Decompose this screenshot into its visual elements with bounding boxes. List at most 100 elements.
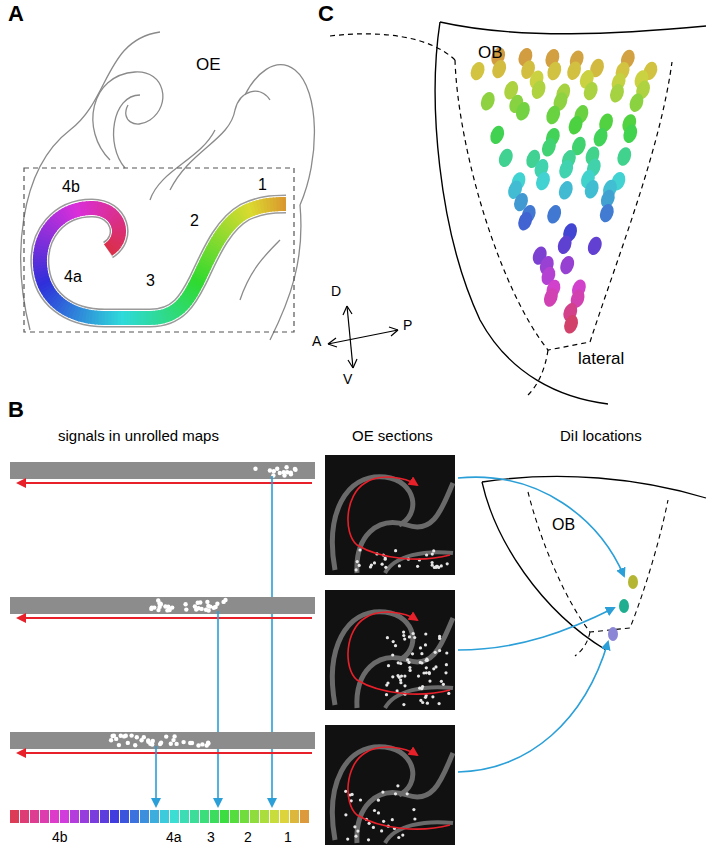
strip-cell: [110, 810, 119, 823]
mapping-arrow: [458, 642, 608, 772]
label-signal: [384, 558, 387, 561]
unrolled-maps: [10, 462, 315, 806]
label-signal: [399, 678, 402, 681]
label-signal: [438, 637, 441, 640]
projection-arrow: [217, 611, 219, 806]
strip-cell: [50, 810, 59, 823]
strip-cell: [170, 810, 179, 823]
oe-outline: [240, 240, 280, 300]
oe-section-images: [325, 455, 455, 845]
figure-label: 1: [258, 176, 267, 194]
unrolled-map-bar: [10, 732, 315, 749]
direction-arrow: [18, 482, 312, 484]
glomerulus: [540, 136, 559, 158]
label-signal: [447, 692, 450, 695]
signal-dot: [268, 468, 272, 472]
figure-label: OB: [552, 516, 575, 534]
oe-outline: [150, 130, 215, 200]
signal-dot: [119, 734, 123, 738]
zone-color-strip: [10, 810, 309, 823]
direction-arrow: [18, 752, 312, 754]
signal-dot: [169, 742, 173, 746]
oe-outline: [114, 95, 140, 168]
label-signal: [412, 632, 415, 635]
glomerulus: [558, 254, 577, 276]
image-ground: [325, 455, 455, 575]
label-signal: [444, 671, 447, 674]
label-signal: [420, 652, 423, 655]
strip-cell: [150, 810, 159, 823]
label-signal: [417, 675, 420, 678]
glomerulus: [534, 170, 553, 192]
glomerulus: [566, 114, 585, 136]
oe-outline: [170, 91, 270, 190]
signal-dot: [221, 600, 225, 604]
ob-lateral-boundary: [528, 350, 548, 395]
glomerulus: [488, 124, 507, 146]
compass-axis: [328, 330, 398, 344]
label-signal: [396, 784, 399, 787]
figure-label: 1: [284, 830, 292, 845]
glomerulus: [585, 235, 604, 257]
panel-letter: A: [8, 2, 24, 26]
figure-label: OE: [196, 56, 221, 75]
unrolled-map-bar: [10, 597, 315, 614]
signal-dot: [205, 600, 209, 604]
signal-dot: [184, 607, 188, 611]
dashed-frame: [24, 168, 294, 332]
strip-cell: [90, 810, 99, 823]
signal-dot: [126, 741, 130, 745]
label-signal: [381, 563, 384, 566]
label-signal: [438, 649, 441, 652]
strip-cell: [200, 810, 209, 823]
strip-cell: [20, 810, 29, 823]
ob-outline: [435, 22, 706, 404]
label-signal: [391, 653, 394, 656]
label-signal: [402, 703, 405, 706]
label-signal: [416, 565, 419, 568]
glomerulus: [597, 202, 616, 224]
glomerulus: [496, 147, 515, 169]
label-signal: [386, 681, 389, 684]
signal-dot: [282, 473, 286, 477]
label-signal: [367, 838, 370, 841]
figure-label: 4b: [62, 178, 80, 196]
projection-arrow: [271, 476, 273, 806]
signal-dot: [289, 471, 293, 475]
glomerulus: [555, 234, 574, 256]
label-signal: [425, 659, 428, 662]
label-signal: [434, 665, 437, 668]
ob-outline: [435, 22, 608, 404]
figure-label: A: [312, 334, 321, 349]
figure-label: OB: [478, 44, 503, 63]
signal-dot: [151, 739, 155, 743]
label-signal: [431, 553, 434, 556]
oe-outline: [93, 72, 163, 160]
glomerulus: [591, 126, 610, 148]
strip-cell: [140, 810, 149, 823]
signal-dot: [183, 602, 187, 606]
label-signal: [372, 826, 375, 829]
label-signal: [445, 651, 448, 654]
label-signal: [409, 669, 412, 672]
signal-dot: [284, 465, 288, 469]
label-signal: [403, 684, 406, 687]
label-signal: [428, 671, 431, 674]
strip-cell: [70, 810, 79, 823]
dii-spot: [628, 575, 638, 589]
label-signal: [412, 808, 415, 811]
signal-dot: [206, 608, 210, 612]
label-signal: [408, 635, 411, 638]
glomerulus: [468, 60, 487, 82]
signal-dot: [200, 742, 204, 746]
label-signal: [399, 662, 402, 665]
label-signal: [420, 687, 423, 690]
compass-head: [328, 338, 337, 347]
label-signal: [373, 561, 376, 564]
signal-dot: [164, 734, 168, 738]
label-signal: [431, 561, 434, 564]
signal-dot: [208, 604, 212, 608]
signal-dot: [135, 735, 139, 739]
